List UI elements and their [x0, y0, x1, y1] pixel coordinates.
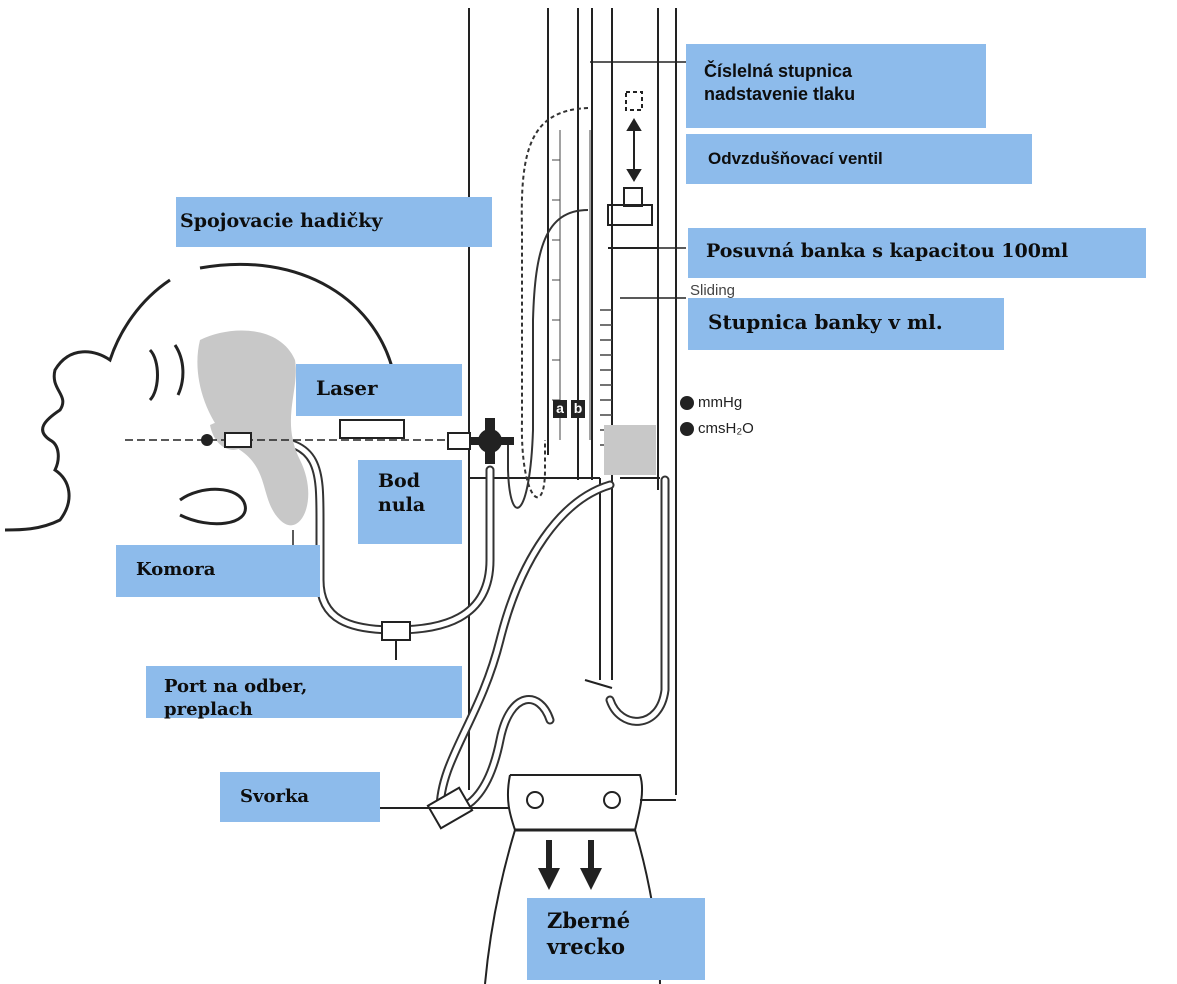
label-port: Port na odber, preplach — [146, 666, 462, 718]
label-bod-nula: Bod nula — [358, 460, 462, 544]
legend-b-text: cmsH₂O — [698, 420, 754, 437]
bag-arrows — [538, 840, 602, 890]
scale-a-marker: a — [553, 400, 567, 418]
label-zberne-vrecko: Zberné vrecko — [527, 898, 705, 980]
sliding-chamber — [608, 92, 658, 248]
label-posuvna-banka: Posuvná banka s kapacitou 100ml — [688, 228, 1146, 278]
sampling-port — [382, 622, 410, 640]
label-svorka: Svorka — [220, 772, 380, 822]
stopcock — [448, 418, 514, 464]
pressure-scale — [552, 130, 590, 440]
legend-b: cmsH₂O — [680, 420, 754, 437]
label-odvzdusnovaci-ventil: Odvzdušňovací ventil — [686, 134, 1032, 184]
label-ciselna-stupnica: Číslelná stupnica nadstavenie tlaku — [686, 44, 986, 128]
label-laser: Laser — [296, 364, 462, 416]
fluid-level — [604, 425, 656, 475]
label-stupnica-banky: Stupnica banky v ml. — [688, 298, 1004, 350]
sliding-text: Sliding — [690, 282, 735, 299]
chamber-scale — [600, 310, 612, 445]
legend-a: mmHg — [680, 394, 742, 411]
label-komora: Komora — [116, 545, 320, 597]
scale-b-marker: b — [571, 400, 585, 418]
legend-a-text: mmHg — [698, 394, 742, 411]
catheter-tip — [201, 434, 213, 446]
laser-device — [340, 420, 404, 438]
label-spojovacie-hadicky: Spojovacie hadičky — [176, 197, 492, 247]
